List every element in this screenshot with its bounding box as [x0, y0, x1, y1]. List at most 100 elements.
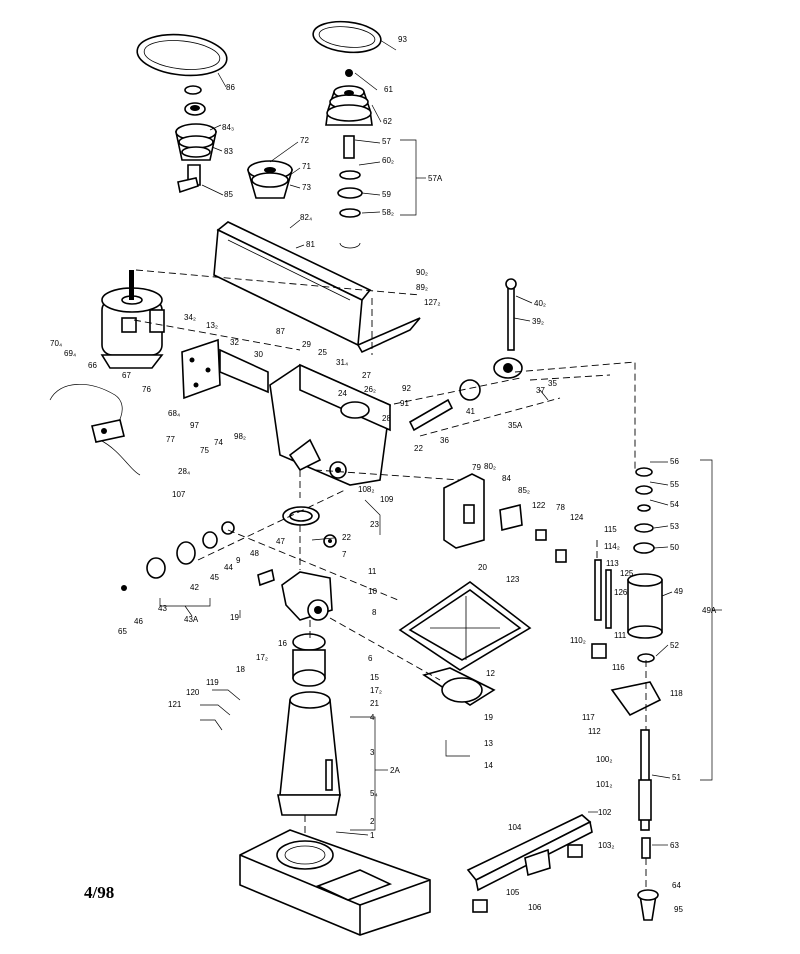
callout-84-3: 84₃ [222, 123, 234, 132]
callout-13-2: 13₂ [206, 321, 218, 330]
callout-98-2: 98₂ [234, 432, 246, 441]
callout-54: 54 [670, 500, 679, 509]
callout-65: 65 [118, 627, 127, 636]
column-support [281, 506, 337, 621]
callout-20: 20 [478, 563, 487, 572]
callout-68-4: 68₄ [168, 409, 180, 418]
callout-61: 61 [384, 85, 393, 94]
callout-125: 125 [620, 569, 634, 578]
callout-118: 118 [670, 689, 683, 698]
callout-119: 119 [206, 678, 219, 687]
callout-115: 115 [604, 525, 617, 534]
callout-75: 75 [200, 446, 209, 455]
callout-50: 50 [670, 543, 679, 552]
callout-34-2: 34₂ [184, 313, 196, 322]
callout-105: 105 [506, 888, 520, 897]
callout-120: 120 [186, 688, 200, 697]
callout-110-2: 110₂ [570, 636, 586, 645]
callout-112: 112 [588, 727, 601, 736]
callout-87: 87 [276, 327, 285, 336]
idler-pulley [246, 160, 294, 199]
callout-57: 57 [382, 137, 391, 146]
motor [100, 270, 165, 369]
callout-80-2: 80₂ [484, 462, 496, 471]
drive-belt-right [312, 20, 382, 54]
callout-55: 55 [670, 480, 679, 489]
callout-28-4: 28₄ [178, 467, 190, 476]
spindle-pulley-assembly [325, 69, 373, 249]
callout-28: 28 [382, 414, 391, 423]
callout-37: 37 [536, 386, 545, 395]
head-casting [269, 363, 391, 486]
pinion-shaft [408, 278, 523, 432]
callout-82-4: 82₄ [300, 213, 312, 222]
callout-15: 15 [370, 673, 379, 682]
callout-90-2: 90₂ [416, 268, 428, 277]
callout-56: 56 [670, 457, 679, 466]
callout-27: 27 [362, 371, 371, 380]
feed-handle-hub [121, 521, 275, 591]
depth-stop-rod [591, 559, 612, 659]
motor-mount-bracket [181, 338, 269, 400]
callout-48: 48 [250, 549, 259, 558]
callout-31-4: 31₄ [336, 358, 348, 367]
callout-62: 62 [383, 117, 392, 126]
callout-17-2: 17₂ [256, 653, 268, 662]
callout-10: 10 [368, 587, 377, 596]
callout-22b: 22 [342, 533, 351, 542]
quill-spindle-assembly [610, 467, 663, 921]
callout-36: 36 [440, 436, 449, 445]
callout-74: 74 [214, 438, 223, 447]
callout-70-4: 70₄ [50, 339, 62, 348]
callout-19: 19 [230, 613, 239, 622]
callout-116: 116 [612, 663, 625, 672]
callout-2: 2 [370, 817, 375, 826]
callout-8: 8 [372, 608, 377, 617]
callout-85: 85 [224, 190, 233, 199]
callout-42: 42 [190, 583, 199, 592]
callout-22: 22 [414, 444, 423, 453]
callout-1: 1 [370, 831, 375, 840]
callout-23: 23 [370, 520, 379, 529]
column [277, 633, 341, 816]
callout-85-2: 85₂ [518, 486, 530, 495]
callout-60-2: 60₂ [382, 156, 394, 165]
callout-113: 113 [606, 559, 619, 568]
callout-51: 51 [672, 773, 681, 782]
callout-35: 35 [548, 379, 557, 388]
callout-69-4: 69₄ [64, 349, 76, 358]
assembly-dash-lines [133, 269, 647, 890]
callout-24: 24 [338, 389, 347, 398]
date-code: 4/98 [84, 883, 114, 902]
callout-122: 122 [532, 501, 546, 510]
base [239, 829, 431, 936]
callout-83: 83 [224, 147, 233, 156]
callout-58-2: 58₂ [382, 208, 394, 217]
callout-104: 104 [508, 823, 522, 832]
callout-78: 78 [556, 503, 565, 512]
callout-43a: 43A [184, 615, 199, 624]
callout-107: 107 [172, 490, 186, 499]
callout-2a: 2A [390, 766, 400, 775]
callout-117: 117 [582, 713, 595, 722]
callout-11: 11 [368, 567, 377, 576]
callout-76: 76 [142, 385, 151, 394]
callout-14: 14 [484, 761, 493, 770]
callout-7: 7 [342, 550, 347, 559]
callout-43: 43 [158, 604, 167, 613]
callout-126: 126 [614, 588, 628, 597]
motor-pulley-assembly [175, 85, 217, 194]
callout-5-4: 5₄ [370, 789, 378, 798]
power-cord [49, 384, 141, 476]
callout-46: 46 [134, 617, 143, 626]
callout-4: 4 [370, 713, 375, 722]
callout-17-2b: 17₂ [370, 686, 382, 695]
callout-32: 32 [230, 338, 239, 347]
callout-79: 79 [472, 463, 481, 472]
callout-64: 64 [672, 881, 681, 890]
callout-52: 52 [670, 641, 679, 650]
callout-9: 9 [236, 556, 241, 565]
callout-leaders [159, 39, 722, 846]
callout-92: 92 [402, 384, 411, 393]
